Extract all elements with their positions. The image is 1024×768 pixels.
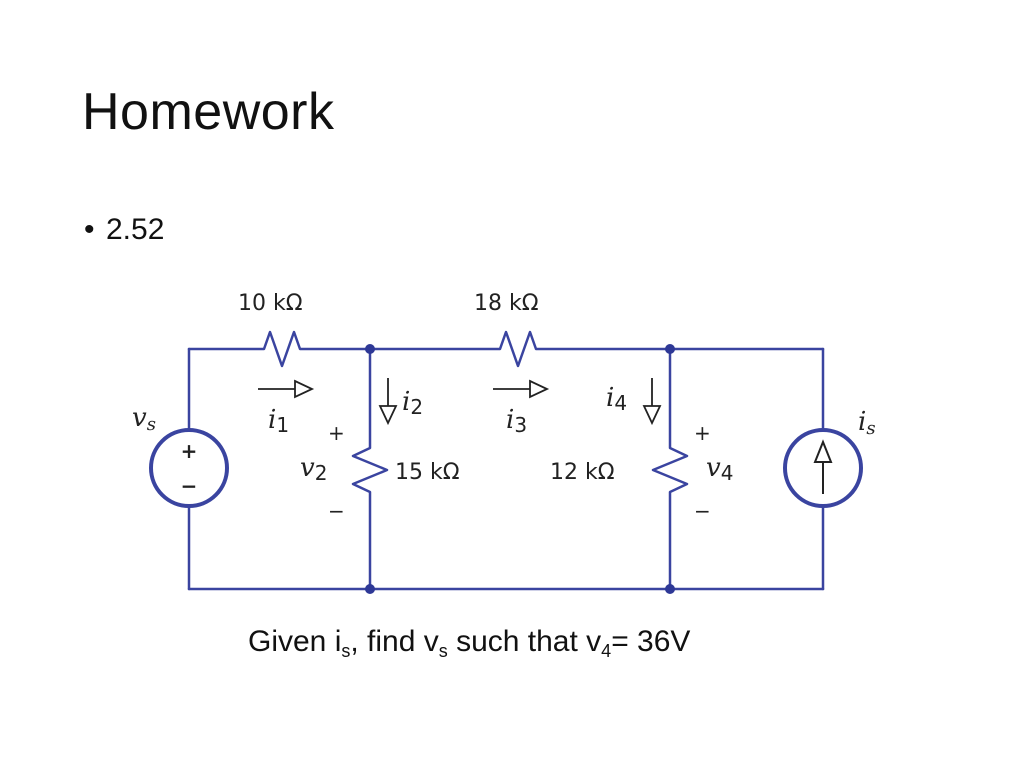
node-dot bbox=[665, 344, 675, 354]
r1-label: 10 kΩ bbox=[238, 291, 303, 316]
branch-12k-wire bbox=[651, 347, 689, 591]
current-source-icon bbox=[783, 428, 863, 508]
i1-label: i1 bbox=[268, 405, 289, 437]
v2-plus-sign: + bbox=[328, 421, 345, 445]
v4-minus-sign: − bbox=[694, 499, 711, 523]
v2-label: v2 bbox=[300, 453, 327, 485]
voltage-source-icon: + − bbox=[149, 428, 229, 508]
i3-label: i3 bbox=[506, 405, 527, 437]
i4-label: i4 bbox=[606, 383, 627, 415]
is-label: is bbox=[858, 407, 876, 439]
node-dot bbox=[365, 584, 375, 594]
v4-label: v4 bbox=[706, 453, 733, 485]
svg-text:−: − bbox=[181, 474, 198, 498]
r4-label: 12 kΩ bbox=[550, 460, 615, 485]
r3-label: 15 kΩ bbox=[395, 460, 460, 485]
branch-15k-wire bbox=[351, 347, 389, 591]
top-wire-right bbox=[368, 330, 825, 368]
current-arrow-i3-icon bbox=[493, 379, 550, 399]
v4-plus-sign: + bbox=[694, 421, 711, 445]
vs-label: vs bbox=[132, 403, 156, 435]
slide-title: Homework bbox=[82, 83, 335, 141]
current-arrow-i2-icon bbox=[378, 378, 398, 426]
problem-number: 2.52 bbox=[106, 213, 165, 246]
node-dot bbox=[665, 584, 675, 594]
v2-minus-sign: − bbox=[328, 499, 345, 523]
problem-statement: Given is, find vs such that v4= 36V bbox=[248, 625, 691, 661]
bullet-item: • 2.52 bbox=[84, 211, 164, 249]
r2-label: 18 kΩ bbox=[474, 291, 539, 316]
i2-label: i2 bbox=[402, 387, 423, 419]
current-arrow-i1-icon bbox=[258, 379, 315, 399]
top-wire-left bbox=[187, 330, 372, 368]
bullet-dot-icon: • bbox=[84, 213, 95, 246]
svg-text:+: + bbox=[181, 439, 198, 463]
current-arrow-i4-icon bbox=[642, 378, 662, 426]
node-dot bbox=[365, 344, 375, 354]
